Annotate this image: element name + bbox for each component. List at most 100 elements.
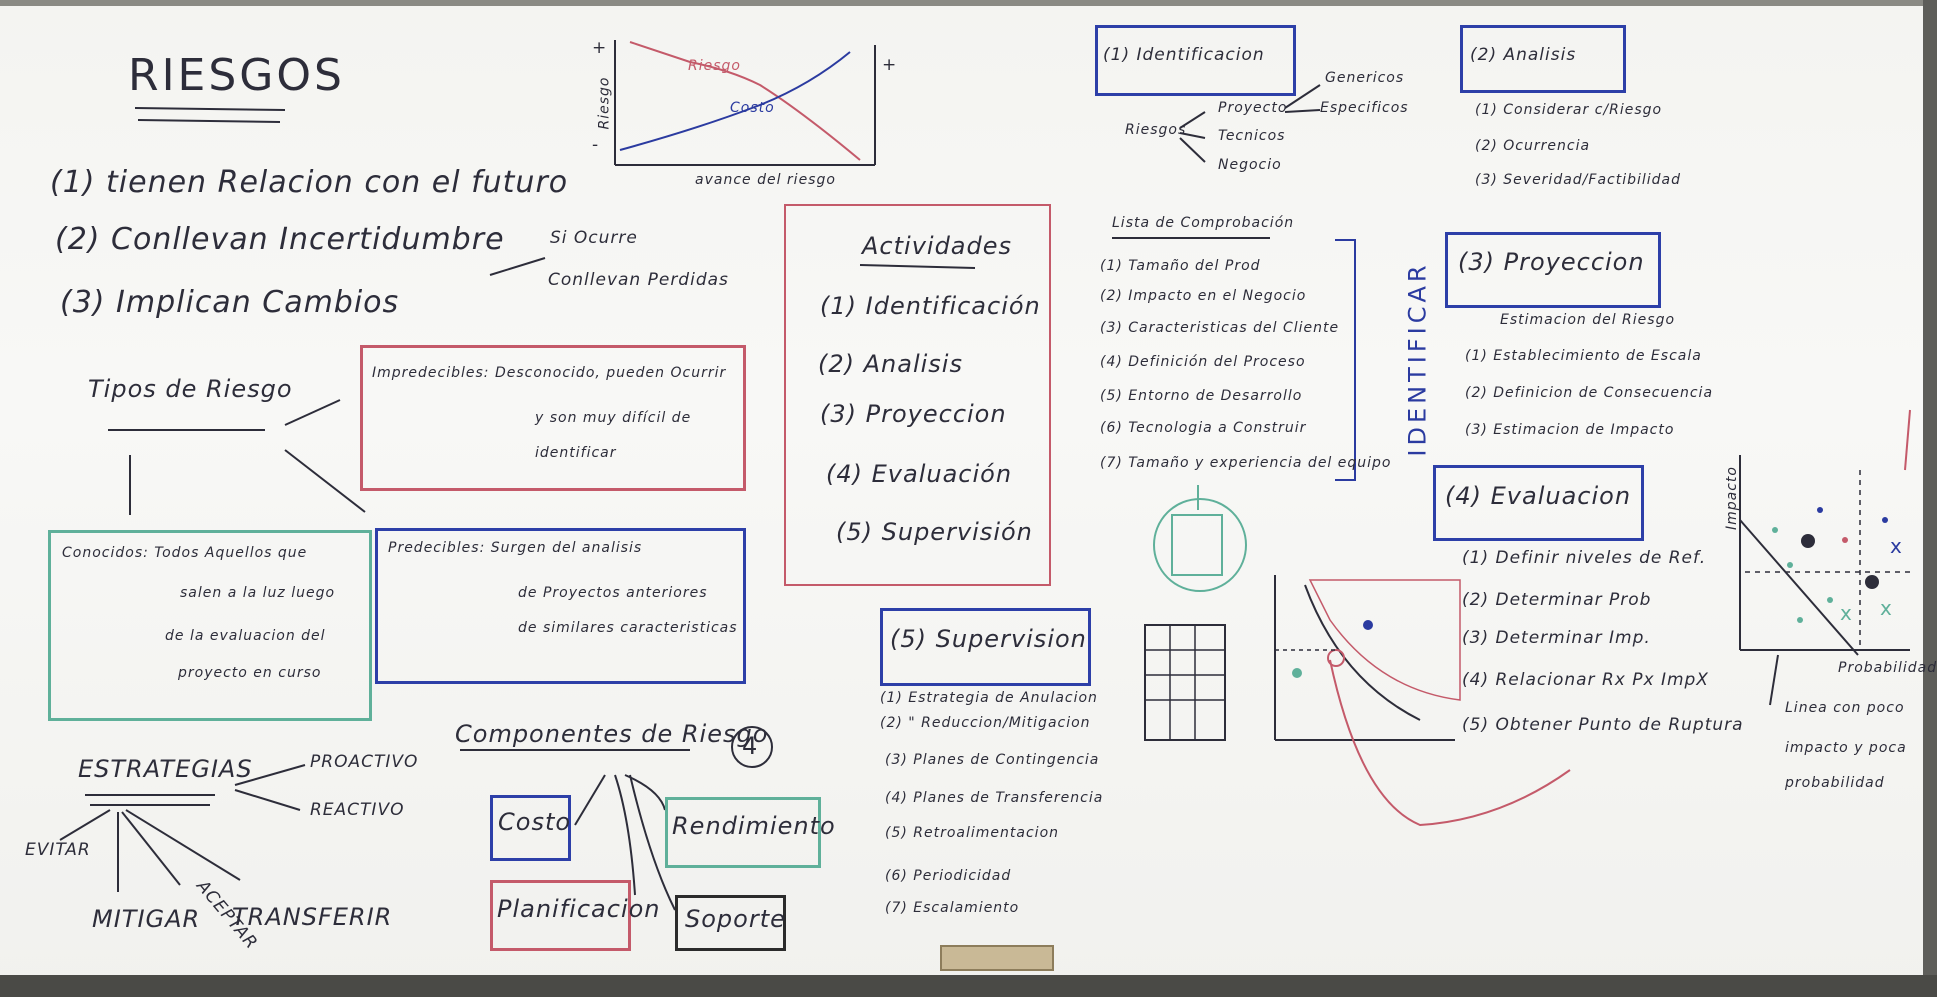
proyeccion-item-2: (2) Definicion de Consecuencia xyxy=(1465,385,1714,401)
chart-xlabel: avance del riesgo xyxy=(695,172,836,188)
scatter-ylabel: Impacto xyxy=(1723,466,1740,530)
actividad-4: (4) Evaluación xyxy=(826,460,1013,488)
componente-rendimiento: Rendimiento xyxy=(672,812,836,840)
analisis-item-3: (3) Severidad/Factibilidad xyxy=(1475,172,1682,188)
conocidos-line-2: salen a la luz luego xyxy=(180,585,336,601)
identificacion-title: (1) Identificacion xyxy=(1103,45,1265,65)
lista-side-label: IDENTIFICAR xyxy=(1403,261,1432,457)
lista-item-7: (7) Tamaño y experiencia del equipo xyxy=(1100,455,1392,471)
chart-series-riesgo: Riesgo xyxy=(688,58,741,74)
evaluacion-title: (4) Evaluacion xyxy=(1445,482,1632,510)
chart-series-costo: Costo xyxy=(730,100,775,116)
predecibles-line-3: de similares caracteristicas xyxy=(518,620,738,636)
svg-text:x: x xyxy=(1880,596,1892,620)
evaluacion-item-1: (1) Definir niveles de Ref. xyxy=(1462,548,1707,568)
componentes-title: Componentes de Riesgo xyxy=(455,720,769,748)
predecibles-line-1: Predecibles: Surgen del analisis xyxy=(388,540,643,556)
conocidos-line-4: proyecto en curso xyxy=(178,665,322,681)
evaluacion-item-2: (2) Determinar Prob xyxy=(1462,590,1652,610)
supervision-item-1: (1) Estrategia de Anulacion xyxy=(880,690,1098,706)
supervision-item-7: (7) Escalamiento xyxy=(885,900,1020,916)
evaluacion-item-4: (4) Relacionar Rx Px ImpX xyxy=(1462,670,1709,690)
tipos-title: Tipos de Riesgo xyxy=(88,375,293,403)
chart-ylabel: Riesgo xyxy=(596,76,613,130)
estrategias-title: ESTRATEGIAS xyxy=(78,755,253,783)
chart-plus-right: + xyxy=(882,55,898,75)
chart-plus-left: + xyxy=(592,38,608,58)
conocidos-line-1: Conocidos: Todos Aquellos que xyxy=(62,545,308,561)
actividades-title: Actividades xyxy=(862,232,1013,260)
analisis-title: (2) Analisis xyxy=(1470,45,1577,65)
lista-item-1: (1) Tamaño del Prod xyxy=(1100,258,1261,274)
predecibles-box xyxy=(375,528,746,684)
scatter-xlabel: Probabilidad xyxy=(1838,660,1937,676)
lista-item-6: (6) Tecnologia a Construir xyxy=(1100,420,1307,436)
identificacion-riesgos: Riesgos xyxy=(1125,122,1187,138)
impredecibles-box xyxy=(360,345,746,491)
supervision-box xyxy=(880,608,1091,686)
proyeccion-title: (3) Proyeccion xyxy=(1458,248,1645,276)
characteristic-3: (3) Implican Cambios xyxy=(60,285,400,320)
analisis-item-1: (1) Considerar c/Riesgo xyxy=(1475,102,1663,118)
conocidos-line-3: de la evaluacion del xyxy=(165,628,326,644)
actividad-2: (2) Analisis xyxy=(818,350,963,378)
actividad-3: (3) Proyeccion xyxy=(820,400,1007,428)
si-ocurre-2: Conllevan Perdidas xyxy=(548,270,729,290)
planificacion-box xyxy=(490,880,631,951)
lista-title: Lista de Comprobación xyxy=(1112,215,1295,231)
impredecibles-line-3: identificar xyxy=(535,445,617,461)
proyeccion-item-1: (1) Establecimiento de Escala xyxy=(1465,348,1702,364)
componente-planificacion: Planificacion xyxy=(497,895,661,923)
chart-minus-left: - xyxy=(592,135,600,155)
lista-item-5: (5) Entorno de Desarrollo xyxy=(1100,388,1303,404)
supervision-item-2: (2) " Reduccion/Mitigacion xyxy=(880,715,1091,731)
costo-box xyxy=(490,795,571,861)
identificacion-box xyxy=(1095,25,1296,96)
supervision-title: (5) Supervision xyxy=(890,625,1087,653)
identificacion-type-negocio: Negocio xyxy=(1218,157,1282,173)
estrategia-reactivo: REACTIVO xyxy=(310,800,405,820)
svg-text:x: x xyxy=(1840,601,1852,625)
supervision-item-5: (5) Retroalimentacion xyxy=(885,825,1060,841)
analisis-box xyxy=(1460,25,1626,93)
board-frame-bottom xyxy=(0,975,1937,997)
characteristic-2: (2) Conllevan Incertidumbre xyxy=(55,222,505,257)
conocidos-box xyxy=(48,530,372,721)
board-frame-top xyxy=(0,0,1937,6)
actividad-1: (1) Identificación xyxy=(820,292,1041,320)
evaluacion-item-5: (5) Obtener Punto de Ruptura xyxy=(1462,715,1744,735)
eraser xyxy=(940,945,1054,971)
evaluacion-box xyxy=(1433,465,1644,541)
componente-costo: Costo xyxy=(498,808,572,836)
si-ocurre-1: Si Ocurre xyxy=(550,228,638,248)
lista-item-2: (2) Impacto en el Negocio xyxy=(1100,288,1307,304)
identificacion-type-proyecto: Proyecto xyxy=(1218,100,1288,116)
proyeccion-subtitle: Estimacion del Riesgo xyxy=(1500,312,1676,328)
estrategia-evitar: EVITAR xyxy=(25,840,91,860)
rendimiento-box xyxy=(665,797,821,868)
impredecibles-line-2: y son muy difícil de xyxy=(535,410,692,426)
estrategia-mitigar: MITIGAR xyxy=(92,905,201,933)
evaluacion-item-3: (3) Determinar Imp. xyxy=(1462,628,1651,648)
scatter-note-2: impacto y poca xyxy=(1785,740,1907,756)
board-title: RIESGOS xyxy=(128,50,345,101)
predecibles-line-2: de Proyectos anteriores xyxy=(518,585,708,601)
componente-soporte: Soporte xyxy=(685,905,786,933)
impredecibles-line-1: Impredecibles: Desconocido, pueden Ocurr… xyxy=(372,365,727,381)
estrategia-proactivo: PROACTIVO xyxy=(310,752,419,772)
supervision-item-3: (3) Planes de Contingencia xyxy=(885,752,1100,768)
estrategia-transferir: TRANSFERIR xyxy=(232,903,393,931)
actividad-5: (5) Supervisión xyxy=(836,518,1033,546)
lista-item-4: (4) Definición del Proceso xyxy=(1100,354,1306,370)
svg-text:x: x xyxy=(1890,534,1902,558)
proyeccion-box xyxy=(1445,232,1661,308)
componentes-count: 4 xyxy=(742,732,759,760)
supervision-item-6: (6) Periodicidad xyxy=(885,868,1012,884)
proyeccion-item-3: (3) Estimacion de Impacto xyxy=(1465,422,1675,438)
board-frame-right xyxy=(1923,0,1937,997)
characteristic-1: (1) tienen Relacion con el futuro xyxy=(50,165,569,200)
scatter-note-3: probabilidad xyxy=(1785,775,1885,791)
analisis-item-2: (2) Ocurrencia xyxy=(1475,138,1591,154)
